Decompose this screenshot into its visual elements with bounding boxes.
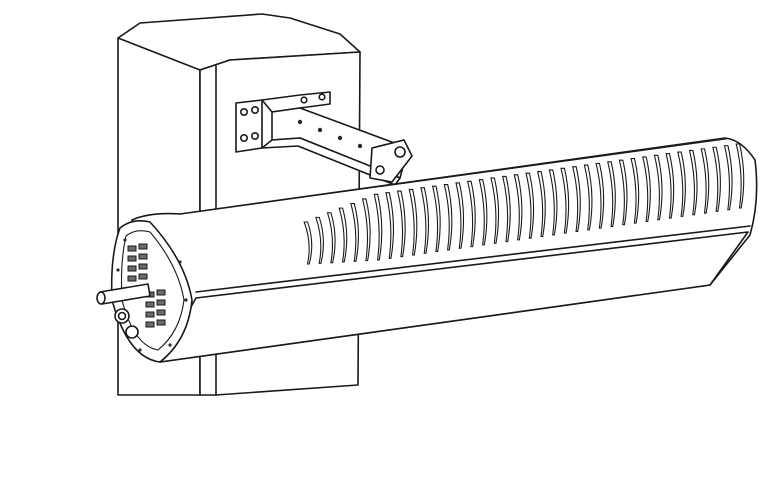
vent-slot [373, 193, 383, 261]
vent-slot [490, 177, 500, 244]
vent-slot [478, 179, 488, 246]
vent-slot [688, 149, 698, 216]
vent-slot [665, 153, 675, 219]
vent-slot [315, 216, 324, 264]
vent-slot [735, 143, 745, 209]
vent-slot [385, 192, 395, 259]
vent-slot [350, 202, 359, 262]
vent-slot [431, 185, 441, 253]
vent-slots [303, 143, 745, 265]
vent-slot [396, 190, 406, 258]
side-connector [96, 283, 151, 339]
vent-slot [583, 164, 593, 231]
vent-slot [653, 154, 663, 221]
vent-slot [618, 159, 628, 226]
vent-slot [548, 169, 558, 236]
vent-slot [537, 171, 546, 238]
vent-slot [560, 167, 570, 234]
vent-slot [326, 212, 336, 264]
vent-slot [501, 175, 511, 243]
vent-slot [642, 156, 651, 222]
vent-slot [443, 183, 453, 251]
vent-slot [361, 198, 371, 262]
vent-slot [303, 221, 313, 265]
vent-slot [338, 207, 348, 263]
vent-slot [513, 174, 523, 241]
vent-slot [723, 145, 733, 211]
vent-slot [630, 158, 640, 224]
vent-slot [420, 187, 430, 254]
vent-slot [408, 188, 418, 256]
vent-slot [525, 172, 535, 239]
wall-bracket [235, 91, 413, 186]
vent-slot [455, 182, 465, 249]
vent-slot [700, 148, 710, 214]
vent-slot [712, 146, 721, 212]
vent-slot [466, 180, 476, 248]
vent-slot [595, 162, 605, 229]
vent-slot [607, 161, 616, 227]
vent-slot [677, 151, 686, 217]
vent-slot [572, 166, 581, 233]
